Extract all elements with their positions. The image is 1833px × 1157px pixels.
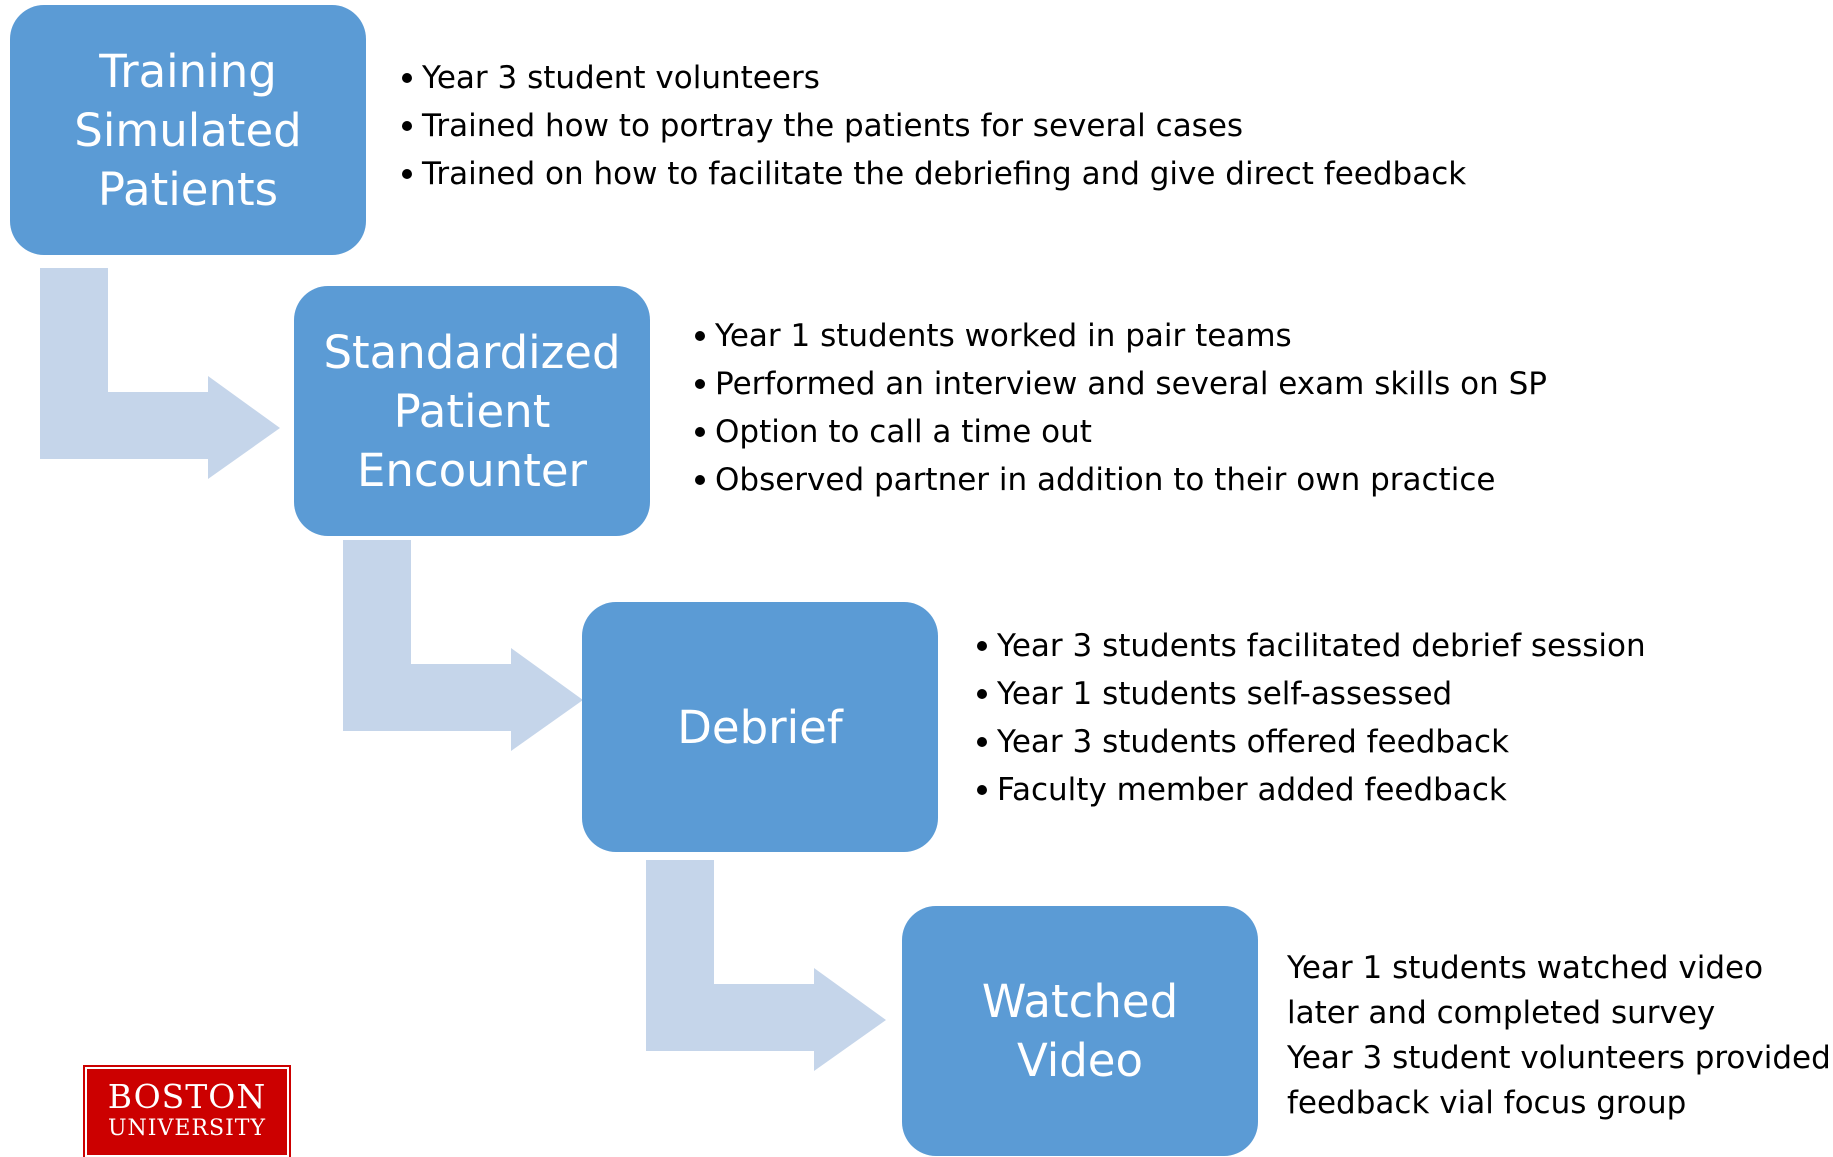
note-line: later and completed survey <box>1287 995 1716 1031</box>
bullet-item: Faculty member added feedback <box>975 766 1646 814</box>
step-label: Debrief <box>677 700 843 754</box>
step-4-notes: Year 1 students watched video later and … <box>1287 946 1831 1126</box>
step-box-debrief: Debrief <box>582 602 938 852</box>
note-line: Year 1 students watched video <box>1287 950 1764 986</box>
step-1-bullet-list: Year 3 student volunteers Trained how to… <box>400 54 1466 198</box>
logo-line-university: UNIVERSITY <box>108 1116 266 1141</box>
step-3-bullet-list: Year 3 students facilitated debrief sess… <box>975 622 1646 814</box>
connector-arrow-1 <box>40 268 280 479</box>
step-box-standardized-patient-encounter: Standardized Patient Encounter <box>294 286 650 536</box>
logo-line-boston: BOSTON <box>107 1077 267 1116</box>
step-label: Standardized Patient Encounter <box>323 325 621 497</box>
step-label: Watched Video <box>981 975 1179 1087</box>
bullet-item: Option to call a time out <box>693 408 1547 456</box>
bullet-item: Year 3 students facilitated debrief sess… <box>975 622 1646 670</box>
step-box-training-simulated-patients: Training Simulated Patients <box>10 5 366 255</box>
connector-arrow-3 <box>646 860 886 1071</box>
bullet-item: Year 1 students worked in pair teams <box>693 312 1547 360</box>
bullet-item: Trained on how to facilitate the debrief… <box>400 150 1466 198</box>
bullet-item: Year 3 student volunteers <box>400 54 1466 102</box>
boston-university-logo: BOSTON UNIVERSITY <box>83 1065 291 1157</box>
connector-arrow-2 <box>343 540 583 751</box>
bullet-item: Observed partner in addition to their ow… <box>693 456 1547 504</box>
bullet-item: Year 1 students self-assessed <box>975 670 1646 718</box>
bullet-item: Performed an interview and several exam … <box>693 360 1547 408</box>
step-label: Training Simulated Patients <box>74 44 302 216</box>
bullet-item: Year 3 students offered feedback <box>975 718 1646 766</box>
step-box-watched-video: Watched Video <box>902 906 1258 1156</box>
bullet-item: Trained how to portray the patients for … <box>400 102 1466 150</box>
note-line: feedback vial focus group <box>1287 1085 1687 1121</box>
note-line: Year 3 student volunteers provided <box>1287 1040 1831 1076</box>
step-2-bullet-list: Year 1 students worked in pair teams Per… <box>693 312 1547 504</box>
